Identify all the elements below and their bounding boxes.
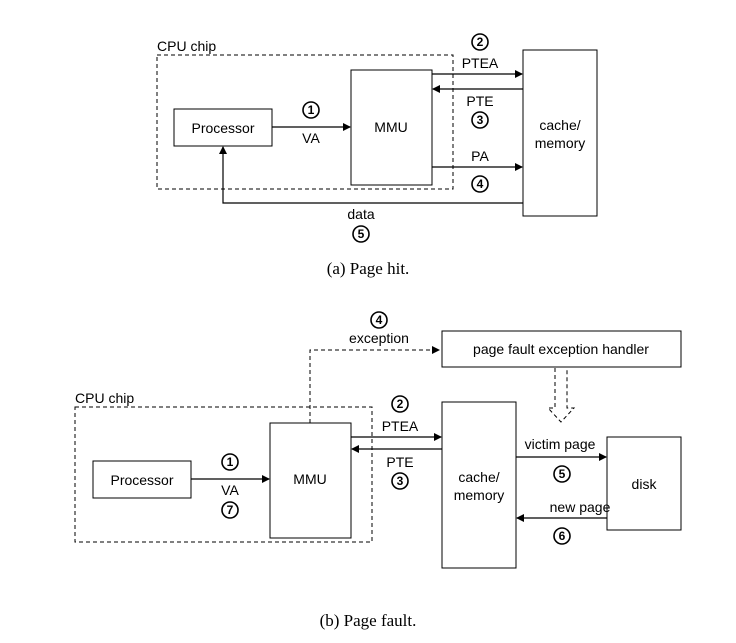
step-3-marker <box>471 111 489 129</box>
page-hit-diagram: CPU chip Processor MMU cache/ memory 1 V… <box>156 33 598 278</box>
step-2-label-b: 2 <box>397 397 404 411</box>
step-6-label: 6 <box>559 529 566 543</box>
step-4-label-b: 4 <box>376 313 383 327</box>
step-1-marker-b <box>221 453 239 471</box>
data-arrow <box>219 146 523 204</box>
handler-box <box>441 330 682 368</box>
pa-label: PA <box>471 148 489 164</box>
mmu-label: MMU <box>374 119 407 135</box>
new-page-label: new page <box>550 499 611 515</box>
step-6-marker <box>553 527 571 545</box>
step-4-label: 4 <box>477 177 484 191</box>
step-1-label: 1 <box>308 103 315 117</box>
step-3-label: 3 <box>477 113 484 127</box>
disk-box <box>606 436 682 531</box>
va-label: VA <box>302 130 320 146</box>
processor-label: Processor <box>191 120 254 136</box>
step-1-label-b: 1 <box>227 455 234 469</box>
cpu-chip-label-b: CPU chip <box>75 390 134 406</box>
processor-label-b: Processor <box>110 472 173 488</box>
handler-down-arrow <box>546 368 576 423</box>
step-7-marker <box>221 501 239 519</box>
victim-page-label: victim page <box>525 436 596 452</box>
handler-label: page fault exception handler <box>473 341 649 357</box>
disk-label: disk <box>632 476 658 492</box>
step-1-marker <box>302 101 320 119</box>
step-4-marker <box>471 175 489 193</box>
cpu-chip-label: CPU chip <box>157 38 216 54</box>
ptea-label-b: PTEA <box>382 418 419 434</box>
memory-label-line1: cache/ <box>539 117 580 133</box>
step-5-label: 5 <box>358 227 365 241</box>
step-3-label-b: 3 <box>397 474 404 488</box>
step-7-label: 7 <box>227 503 234 517</box>
cpu-chip-boundary <box>156 54 454 190</box>
memory-box <box>522 49 598 217</box>
step-5-marker-b <box>553 465 571 483</box>
data-label: data <box>347 206 374 222</box>
pte-label-b: PTE <box>386 454 413 470</box>
caption-b: (b) Page fault. <box>320 611 417 630</box>
step-5-label-b: 5 <box>559 467 566 481</box>
step-2-label: 2 <box>477 35 484 49</box>
exception-arrow <box>309 346 440 423</box>
memory-label-line2: memory <box>535 135 586 151</box>
mmu-box-b <box>269 422 352 539</box>
cpu-chip-boundary-b <box>74 406 373 543</box>
step-2-marker <box>471 33 489 51</box>
mmu-label-b: MMU <box>293 471 326 487</box>
step-5-marker <box>352 225 370 243</box>
page-fault-diagram: CPU chip Processor MMU cache/ memory dis… <box>74 311 682 630</box>
caption-a: (a) Page hit. <box>327 259 410 278</box>
exception-label: exception <box>349 330 409 346</box>
ptea-label: PTEA <box>462 55 499 71</box>
mmu-box <box>350 69 433 186</box>
pte-label: PTE <box>466 93 493 109</box>
step-2-marker-b <box>391 395 409 413</box>
memory-label-b-line1: cache/ <box>458 469 499 485</box>
step-3-marker-b <box>391 472 409 490</box>
step-4-marker-b <box>370 311 388 329</box>
memory-box-b <box>441 401 517 569</box>
memory-label-b-line2: memory <box>454 487 505 503</box>
processor-box-b <box>92 460 192 499</box>
va-label-b: VA <box>221 482 239 498</box>
